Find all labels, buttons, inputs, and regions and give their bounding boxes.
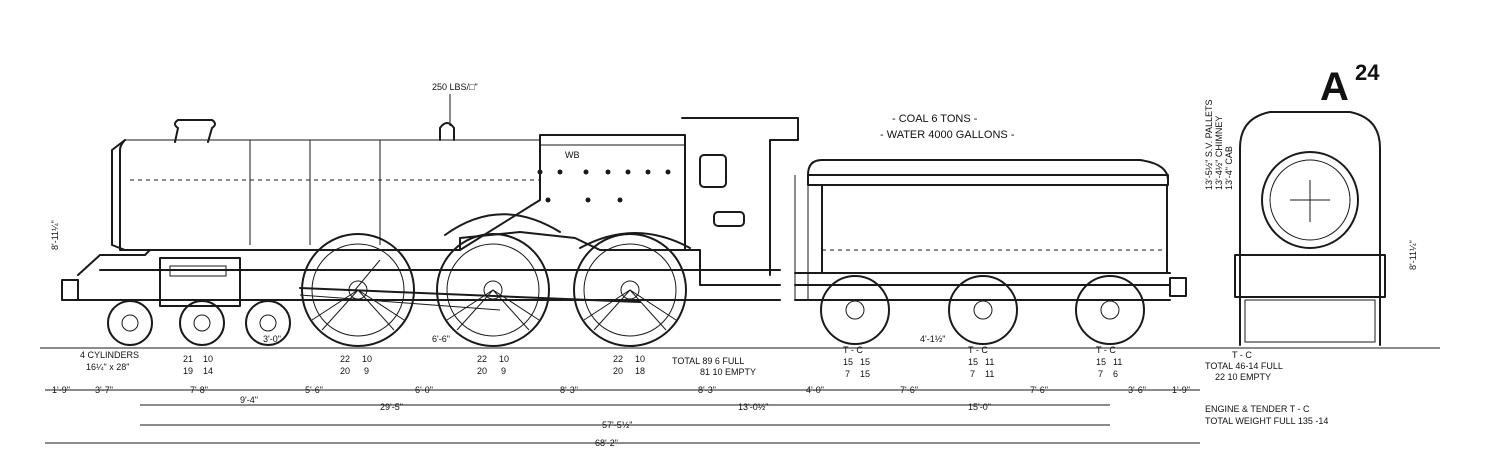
- dim-total-wheelbase: 57'-5½": [602, 420, 632, 430]
- axle-weight-table: 21 10 19 14 22 10 20 9 22 10 20 9 22 10 …: [183, 345, 1122, 379]
- wheel-diameter-label: 6'-6": [432, 334, 450, 344]
- tender-axle1-c-empty: 15: [860, 369, 870, 379]
- tender-axle1-tc-header: T - C: [843, 345, 863, 355]
- boiler-pressure-label: 250 LBS/□": [432, 82, 478, 92]
- plate-label: A 24: [1320, 60, 1380, 109]
- dim-buffer-to-bogie: 3'-7": [95, 385, 113, 395]
- tender-wheels: [820, 275, 1145, 345]
- axle1-t-empty: 19: [183, 366, 193, 376]
- end-view-height-chimney: 13'-4½" CHIMNEY: [1214, 116, 1224, 190]
- water-capacity-label: - WATER 4000 GALLONS -: [880, 129, 1015, 141]
- tender-axle3-c-full: 11: [1113, 357, 1122, 367]
- dimension-row-3: 57'-5½": [140, 420, 1110, 430]
- tender-axle2-tc-header: T - C: [968, 345, 988, 355]
- dim-engine-bogie-to-rear: 9'-4": [240, 395, 258, 405]
- tender-side-elevation: [794, 159, 1187, 301]
- end-view-height-label: 8'-11¼": [1408, 240, 1418, 270]
- dim-engine-wheelbase: 29'-5": [380, 402, 403, 412]
- axle1-c-empty: 14: [203, 366, 213, 376]
- tender-axle2-c-full: 11: [985, 357, 994, 367]
- tender-total-empty: 22 10 EMPTY: [1215, 372, 1271, 382]
- bogie-wheelbase-label: 3'-0": [263, 334, 281, 344]
- axle3-c-empty: 9: [501, 366, 506, 376]
- axle1-c-full: 10: [203, 354, 213, 364]
- cylinder-size-label: 16¼" x 28": [86, 362, 129, 372]
- tender-wheel-diameter-label: 4'-1½": [920, 334, 945, 344]
- front-end-view: [1234, 111, 1386, 346]
- axle4-c-empty: 18: [635, 366, 645, 376]
- engine-total-empty: 81 10 EMPTY: [700, 367, 756, 377]
- tender-axle2-t-empty: 7: [970, 369, 975, 379]
- combined-weight-line1: ENGINE & TENDER T - C: [1205, 404, 1310, 414]
- cab-lettering: WB: [565, 150, 580, 160]
- tender-axle1-c-full: 15: [860, 357, 870, 367]
- engine-side-elevation: WB: [61, 117, 799, 311]
- dim-tender-spacing-b: 7'-6": [1030, 385, 1048, 395]
- combined-weight-line2: TOTAL WEIGHT FULL 135 -14: [1205, 416, 1328, 426]
- dim-tender-rear-overhang: 3'-6": [1128, 385, 1146, 395]
- dim-tender-spacing-a: 7'-6": [900, 385, 918, 395]
- dim-driver-spacing-a: 5'-6": [305, 385, 323, 395]
- tender-axle3-tc-header: T - C: [1096, 345, 1116, 355]
- plate-letter: A: [1320, 65, 1349, 109]
- plate-number: 24: [1355, 60, 1380, 85]
- axle2-c-full: 10: [362, 354, 372, 364]
- bogie-wheels: [107, 300, 291, 346]
- axle2-t-full: 22: [340, 354, 350, 364]
- coal-capacity-label: - COAL 6 TONS -: [892, 113, 978, 125]
- dim-driver-to-drawbar: 8'-3": [698, 385, 716, 395]
- dim-engine-tender-gap: 13'-0½": [738, 402, 768, 412]
- dim-overall-length: 68'-2": [595, 438, 618, 448]
- axle4-c-full: 10: [635, 354, 645, 364]
- engine-total-full: TOTAL 89 6 FULL: [672, 356, 744, 366]
- end-view-height-pallets: 13'-5½" S.V. PALLETS: [1204, 100, 1214, 190]
- dim-front-overhang: 1'-9": [52, 385, 70, 395]
- dim-bogie-to-driver: 7'-8": [190, 385, 208, 395]
- dimension-row-1: 1'-9" 3'-7" 7'-8" 5'-6" 6'-0" 8'-3" 8'-3…: [45, 385, 1200, 395]
- dim-rear-buffer: 1'-9": [1172, 385, 1190, 395]
- axle4-t-empty: 20: [613, 366, 623, 376]
- tender-axle3-t-full: 15: [1096, 357, 1106, 367]
- dimension-row-2: 9'-4" 29'-5" 13'-0½" 15'-0": [140, 395, 1110, 412]
- axle2-t-empty: 20: [340, 366, 350, 376]
- axle3-t-empty: 20: [477, 366, 487, 376]
- tender-axle3-t-empty: 7: [1098, 369, 1103, 379]
- axle1-t-full: 21: [183, 354, 193, 364]
- dim-tender-wheelbase: 15'-0": [968, 402, 991, 412]
- dimension-row-4: 68'-2": [45, 438, 1200, 448]
- axle2-c-empty: 9: [364, 366, 369, 376]
- axle3-t-full: 22: [477, 354, 487, 364]
- tender-total-header: T - C: [1232, 350, 1252, 360]
- driving-wheels: [301, 233, 687, 347]
- tender-total-full: TOTAL 46-14 FULL: [1205, 361, 1283, 371]
- tender-axle1-t-empty: 7: [845, 369, 850, 379]
- dim-driver-spacing-c: 8'-3": [560, 385, 578, 395]
- height-labels: 8'-11¼" 8'-11¼" 13'-5½" S.V. PALLETS 13'…: [50, 100, 1418, 270]
- axle3-c-full: 10: [499, 354, 509, 364]
- tender-axle1-t-full: 15: [843, 357, 853, 367]
- dim-driver-spacing-b: 6'-0": [415, 385, 433, 395]
- tender-axle2-c-empty: 11: [985, 369, 994, 379]
- cylinder-count-label: 4 CYLINDERS: [80, 350, 139, 360]
- tender-axle3-c-empty: 6: [1113, 369, 1118, 379]
- end-view-height-cab: 13'-4" CAB: [1224, 146, 1234, 190]
- tender-axle2-t-full: 15: [968, 357, 978, 367]
- engine-height-label: 8'-11¼": [50, 220, 60, 250]
- dim-drawbar-to-tender: 4'-0": [806, 385, 824, 395]
- axle4-t-full: 22: [613, 354, 623, 364]
